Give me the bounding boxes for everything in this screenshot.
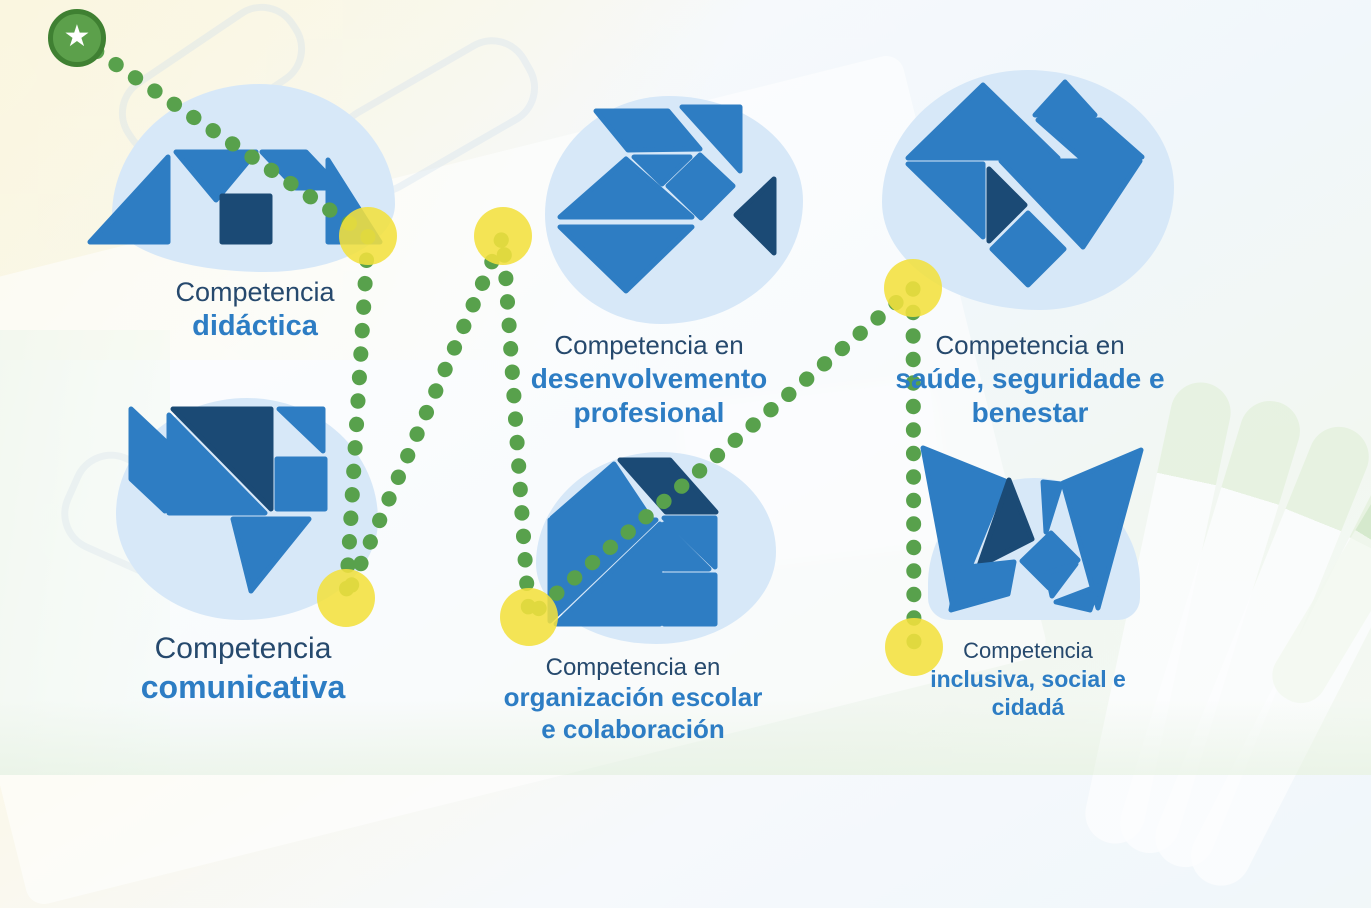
label-desenvolvemento: Competencia en desenvolvemento profesion… — [499, 330, 799, 430]
label-organizacion: Competencia en organización escolar e co… — [483, 653, 783, 746]
label-line2: saúde, seguridade e — [895, 362, 1165, 394]
hotspot-desenvolvemento[interactable] — [474, 207, 532, 265]
hotspot-inclusiva[interactable] — [885, 618, 943, 676]
label-line2: desenvolvemento — [530, 362, 768, 394]
star-icon: ★ — [63, 20, 91, 53]
tangram-speech-bubble-icon — [128, 406, 328, 594]
hotspot-comunicativa[interactable] — [317, 569, 375, 627]
background-green-bottom — [0, 700, 1371, 775]
label-saude: Competencia en saúde, seguridade e benes… — [880, 330, 1180, 430]
tangram-fish-icon — [557, 104, 777, 294]
label-inclusiva: Competencia inclusiva, social e cidadá — [903, 638, 1153, 721]
label-comunicativa: Competencia comunicativa — [93, 631, 393, 707]
start-marker[interactable]: ★ — [48, 9, 106, 67]
label-line3: cidadá — [991, 693, 1065, 720]
label-line1: Competencia — [154, 632, 332, 665]
label-line2: organización escolar — [503, 682, 763, 713]
label-line1: Competencia en — [554, 330, 744, 360]
label-line1: Competencia — [175, 277, 335, 307]
label-line1: Competencia en — [545, 654, 721, 681]
hotspot-didactica[interactable] — [339, 207, 397, 265]
label-line2: inclusiva, social e — [930, 665, 1126, 692]
label-line2: comunicativa — [140, 668, 346, 705]
tangram-butterfly-icon — [920, 445, 1144, 613]
tangram-heart-icon — [905, 79, 1145, 288]
label-line1: Competencia — [963, 638, 1093, 663]
label-line3: benestar — [971, 396, 1089, 428]
label-line3: e colaboración — [541, 713, 725, 744]
tangram-house-icon — [547, 457, 719, 627]
label-didactica: Competencia didáctica — [105, 276, 405, 344]
hotspot-organizacion[interactable] — [500, 588, 558, 646]
label-line2: didáctica — [192, 309, 318, 342]
label-line1: Competencia en — [935, 330, 1125, 360]
label-line3: profesional — [573, 396, 725, 428]
hotspot-saude[interactable] — [884, 259, 942, 317]
